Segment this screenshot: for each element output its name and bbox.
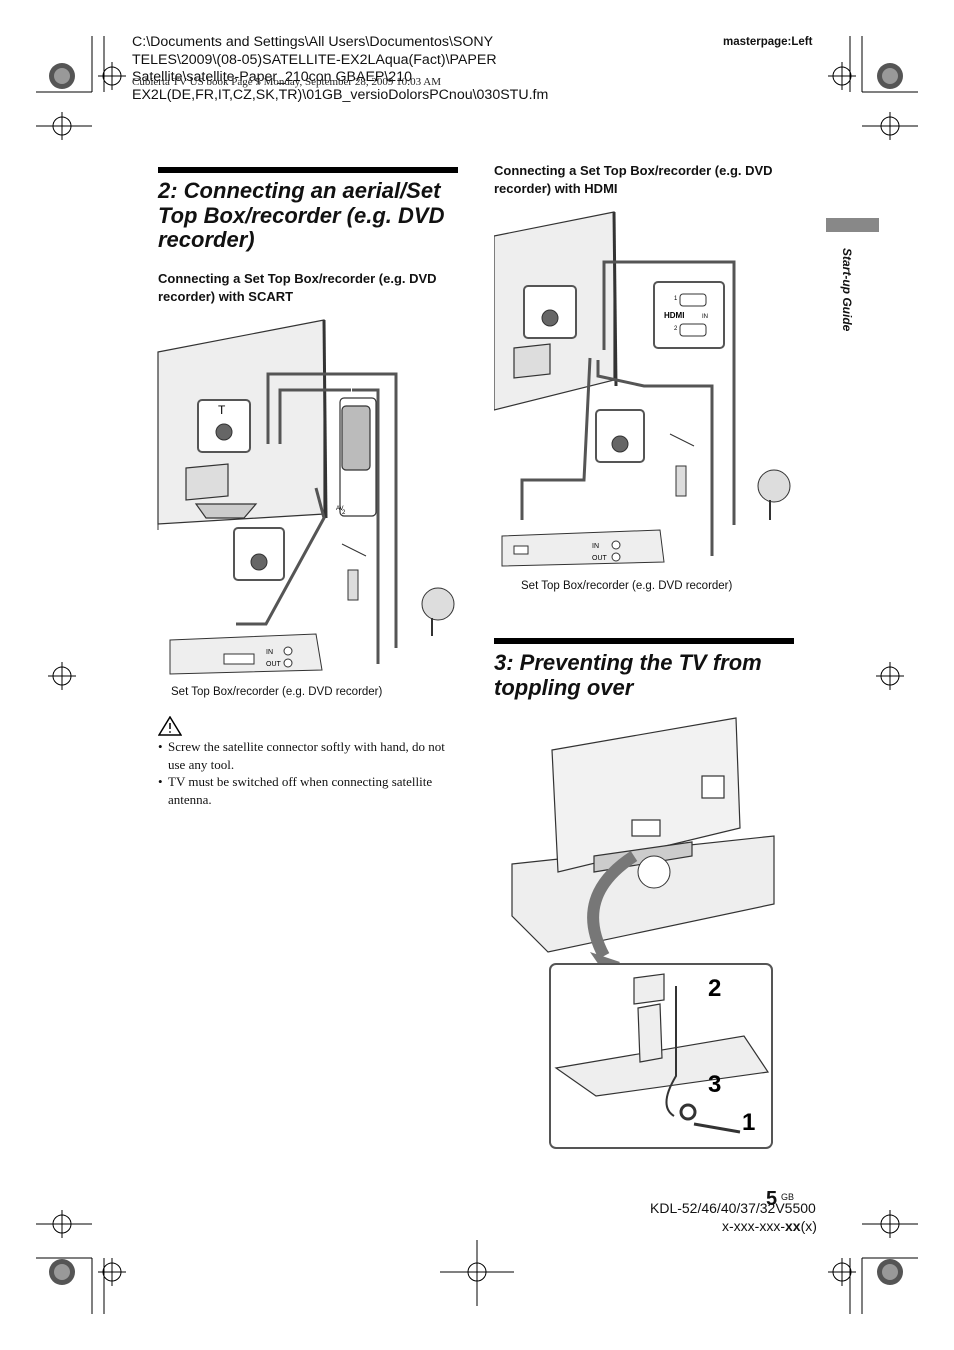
step-3-label: 3	[708, 1071, 721, 1098]
section-tab	[826, 218, 879, 232]
set-top-box: IN OUT	[501, 529, 665, 567]
masterpage-label: masterpage:Left	[723, 36, 813, 48]
section-3-title: 3: Preventing the TV from toppling over	[494, 650, 762, 700]
out-label: OUT	[592, 555, 608, 562]
caution-triangle-icon	[158, 716, 182, 736]
section-tab-label: Start-up Guide	[840, 248, 854, 332]
scart-caption: Set Top Box/recorder (e.g. DVD recorder)	[171, 686, 383, 698]
hdmi-heading: Connecting a Set Top Box/recorder (e.g. …	[494, 163, 773, 196]
model-number: KDL-52/46/40/37/32V5500	[650, 1200, 816, 1216]
print-stamp: Cubierta TV US book Page 5 Monday, Septe…	[132, 76, 441, 88]
page-number-suffix: GB	[781, 1192, 795, 1202]
hdmi-port-2: 2	[674, 326, 678, 332]
note-item: TV must be switched off when connecting …	[158, 773, 458, 808]
hdmi-connection-diagram: HDMI IN 1 2 IN OUT	[494, 211, 791, 567]
satellite-socket-icon	[233, 527, 285, 581]
step-1-label: 1	[742, 1109, 755, 1136]
aerial-antenna-icon	[341, 543, 367, 601]
aerial-socket-icon: T	[197, 399, 251, 453]
in-label: IN	[266, 649, 273, 656]
aerial-socket-icon	[523, 285, 577, 339]
safety-notes: Screw the satellite connector softly wit…	[158, 738, 458, 808]
satellite-socket-icon	[595, 409, 645, 463]
note-item: Screw the satellite connector softly wit…	[158, 738, 458, 773]
scart-port-number: 2	[342, 510, 346, 516]
satellite-dish-icon	[757, 469, 791, 520]
hdmi-in-label: IN	[702, 314, 708, 320]
scart-connection-diagram: T IN OUT 2 AV	[157, 319, 455, 675]
hdmi-logo: HDMI	[664, 311, 684, 320]
file-path: C:\Documents and Settings\All Users\Docu…	[132, 34, 572, 104]
out-label: OUT	[266, 661, 282, 668]
section-rule	[158, 167, 458, 173]
path-line: C:\Documents and Settings\All Users\Docu…	[132, 34, 494, 50]
svg-text:T: T	[218, 403, 226, 417]
page-number: 5	[766, 1188, 778, 1210]
aerial-antenna-icon	[669, 433, 695, 497]
section-rule	[494, 638, 794, 644]
set-top-box: IN OUT	[169, 633, 323, 675]
step-2-label: 2	[708, 975, 721, 1002]
satellite-dish-icon	[421, 587, 455, 636]
part-code: x-xxx-xxx-xx(x)	[722, 1218, 817, 1234]
path-line: EX2L(DE,FR,IT,CZ,SK,TR)\01GB_versioDolor…	[132, 86, 549, 103]
toppling-prevention-diagram: 2 3 1	[511, 717, 775, 1149]
hdmi-port-1: 1	[674, 296, 678, 302]
path-line: Satellite\satellite-Paper_210con GBAEP\2…	[132, 69, 412, 85]
path-line: TELES\2009\(08-05)SATELLITE-EX2LAqua(Fac…	[132, 51, 497, 68]
in-label: IN	[592, 543, 599, 550]
av-label: AV	[336, 506, 344, 512]
scart-heading: Connecting a Set Top Box/recorder (e.g. …	[158, 271, 437, 304]
hdmi-port-panel: HDMI IN 1 2	[653, 281, 725, 349]
hdmi-caption: Set Top Box/recorder (e.g. DVD recorder)	[521, 580, 733, 592]
section-2-title: 2: Connecting an aerial/Set Top Box/reco…	[158, 178, 445, 252]
